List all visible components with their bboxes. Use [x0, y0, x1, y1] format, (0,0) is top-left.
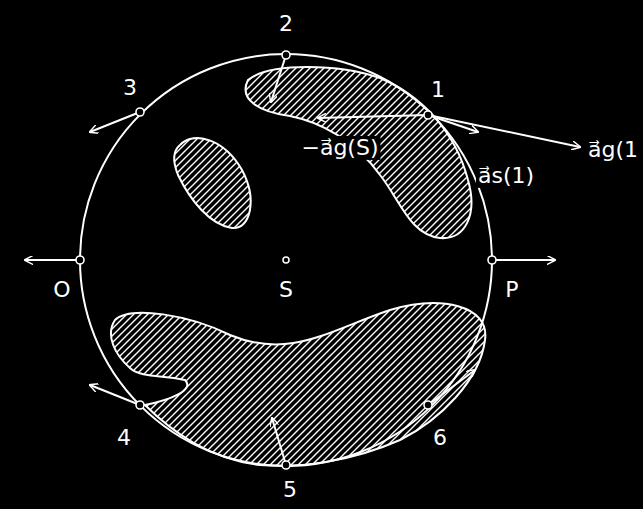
point-number: 1 — [429, 78, 447, 102]
hatched-region — [111, 303, 485, 465]
hatched-regions — [111, 67, 485, 466]
vector-arrow — [492, 259, 555, 261]
vector-arrow — [318, 115, 428, 118]
orbit-circle — [80, 54, 492, 466]
vector-label: −a⃗g(S) — [299, 136, 380, 160]
vector-arrow — [271, 55, 286, 102]
orbit-points — [76, 51, 496, 469]
vector-arrow — [272, 418, 286, 465]
orbit-point — [136, 401, 144, 409]
orbit-point — [488, 256, 496, 264]
hatched-region — [246, 67, 472, 238]
hatched-region — [174, 138, 250, 228]
point-number: 4 — [115, 426, 133, 450]
orbit-point — [424, 401, 432, 409]
point-number: 6 — [431, 426, 449, 450]
point-number: 5 — [281, 478, 299, 502]
orbit-point — [282, 461, 290, 469]
orbit-point — [136, 108, 144, 116]
vector-arrow — [25, 259, 80, 261]
vector-label: a⃗g(1 — [586, 138, 640, 162]
point-number: 2 — [277, 12, 295, 36]
orbit-point — [424, 111, 432, 119]
vector-arrow — [428, 115, 478, 132]
vector-arrows — [25, 55, 580, 465]
point-name: S — [277, 278, 295, 302]
vector-arrow — [90, 112, 140, 132]
orbit-point — [76, 256, 84, 264]
orbit-point — [282, 51, 290, 59]
point-number: 3 — [121, 76, 139, 100]
vector-arrow — [428, 115, 580, 147]
vector-arrow — [90, 385, 140, 405]
vector-arrow — [428, 370, 475, 405]
center-dot — [283, 257, 289, 263]
point-name: O — [51, 278, 72, 302]
point-name: P — [503, 278, 520, 302]
vector-label: a⃗s(1) — [476, 164, 536, 188]
